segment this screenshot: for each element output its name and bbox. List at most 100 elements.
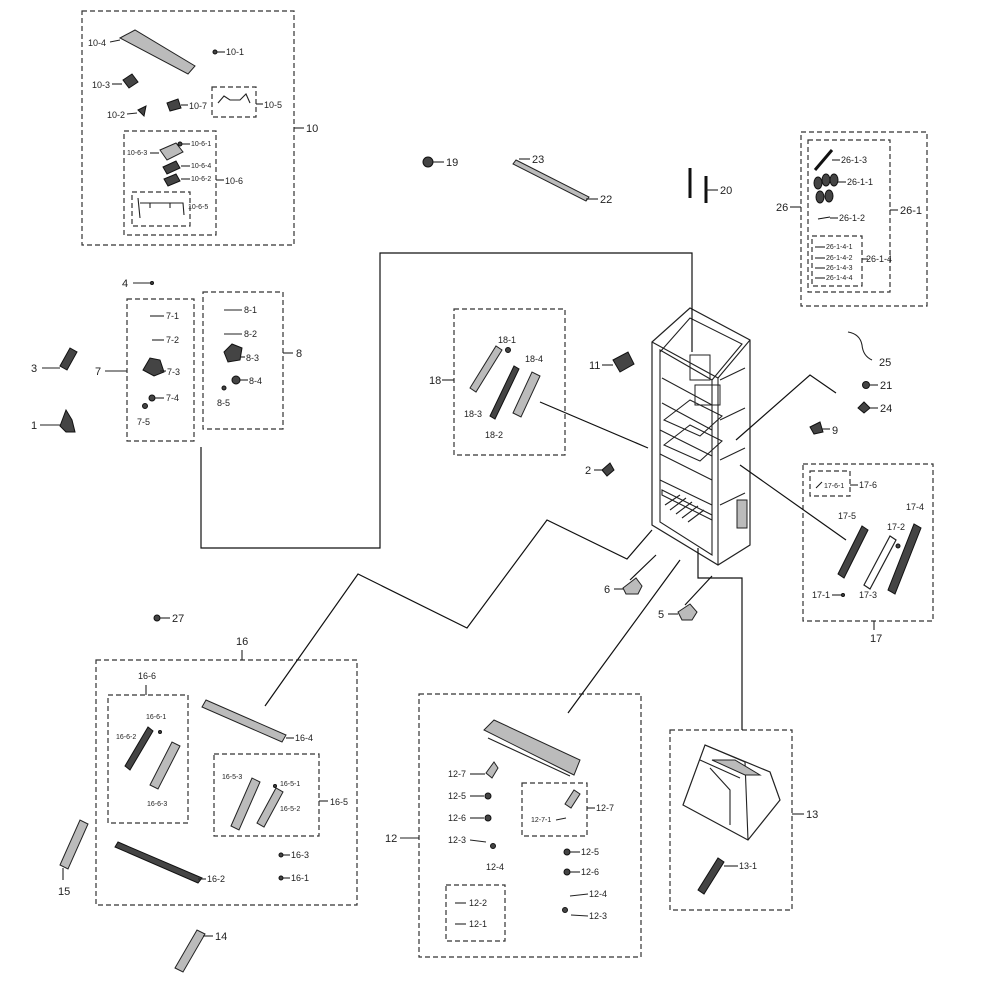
label-17-1[interactable]: 17-1 xyxy=(812,590,830,600)
label-12-5[interactable]: 12-5 xyxy=(448,791,466,801)
part-10-6-3[interactable] xyxy=(159,142,184,161)
part-16-6-3[interactable] xyxy=(149,741,181,790)
part-19[interactable] xyxy=(422,156,434,168)
label-22[interactable]: 22 xyxy=(600,194,612,206)
part-12-rail[interactable] xyxy=(483,719,581,776)
part-1[interactable] xyxy=(59,408,76,433)
label-7-5[interactable]: 7-5 xyxy=(137,417,150,427)
part-16-3[interactable] xyxy=(278,852,284,858)
label-7[interactable]: 7 xyxy=(95,366,101,378)
label-7-2[interactable]: 7-2 xyxy=(166,335,179,345)
part-16-4[interactable] xyxy=(201,699,287,743)
label-10-6-2[interactable]: 10-6-2 xyxy=(191,176,211,183)
label-8-5[interactable]: 8-5 xyxy=(217,398,230,408)
label-16[interactable]: 16 xyxy=(236,636,248,648)
label-8-3[interactable]: 8-3 xyxy=(246,353,259,363)
part-11[interactable] xyxy=(612,351,635,373)
label-12-7-b[interactable]: 12-7 xyxy=(596,803,614,813)
label-12-6-b[interactable]: 12-6 xyxy=(581,867,599,877)
part-3[interactable] xyxy=(59,347,78,371)
part-2[interactable] xyxy=(601,462,615,477)
label-13[interactable]: 13 xyxy=(806,809,818,821)
part-8-3[interactable] xyxy=(223,343,243,363)
part-12-7[interactable] xyxy=(485,761,499,779)
part-18-1[interactable] xyxy=(505,347,511,353)
part-6[interactable] xyxy=(622,577,643,595)
label-10[interactable]: 10 xyxy=(306,123,318,135)
part-27[interactable] xyxy=(153,614,161,622)
label-18-4[interactable]: 18-4 xyxy=(525,354,543,364)
part-10-6-4[interactable] xyxy=(162,160,181,175)
part-10-1[interactable] xyxy=(212,49,218,55)
label-17-5[interactable]: 17-5 xyxy=(838,511,856,521)
label-24[interactable]: 24 xyxy=(880,403,892,415)
part-26-1-1[interactable] xyxy=(813,173,839,204)
label-12-3[interactable]: 12-3 xyxy=(448,835,466,845)
label-12[interactable]: 12 xyxy=(385,833,397,845)
label-7-3[interactable]: 7-3 xyxy=(167,367,180,377)
part-12-7-b[interactable] xyxy=(564,789,581,809)
part-10-2[interactable] xyxy=(137,105,147,118)
label-16-6[interactable]: 16-6 xyxy=(138,671,156,681)
label-2[interactable]: 2 xyxy=(585,465,591,477)
label-17-3[interactable]: 17-3 xyxy=(859,590,877,600)
label-16-5[interactable]: 16-5 xyxy=(330,797,348,807)
label-16-1[interactable]: 16-1 xyxy=(291,873,309,883)
label-26-1-4-1[interactable]: 26-1-4-1 xyxy=(826,244,853,251)
label-11[interactable]: 11 xyxy=(589,360,600,372)
label-10-4[interactable]: 10-4 xyxy=(88,38,106,48)
label-10-6-3[interactable]: 10-6-3 xyxy=(127,150,147,157)
label-12-7-1[interactable]: 12-7-1 xyxy=(531,817,551,824)
label-10-6-5[interactable]: 10-6-5 xyxy=(188,204,208,211)
part-17-5[interactable] xyxy=(837,525,869,579)
part-21[interactable] xyxy=(862,381,870,389)
label-26-1-4-2[interactable]: 26-1-4-2 xyxy=(826,255,853,262)
label-26-1-2[interactable]: 26-1-2 xyxy=(839,213,865,223)
part-16-1[interactable] xyxy=(278,875,284,881)
part-17-2[interactable] xyxy=(895,543,901,549)
label-16-5-2[interactable]: 16-5-2 xyxy=(280,806,300,813)
label-9[interactable]: 9 xyxy=(832,425,838,437)
label-6[interactable]: 6 xyxy=(604,584,610,596)
label-16-3[interactable]: 16-3 xyxy=(291,850,309,860)
label-26-1-1[interactable]: 26-1-1 xyxy=(847,177,873,187)
label-18[interactable]: 18 xyxy=(429,375,441,387)
label-4[interactable]: 4 xyxy=(122,278,128,290)
label-10-6[interactable]: 10-6 xyxy=(225,176,243,186)
label-18-3[interactable]: 18-3 xyxy=(464,409,482,419)
label-12-4-b[interactable]: 12-4 xyxy=(589,889,607,899)
label-17-6[interactable]: 17-6 xyxy=(859,480,877,490)
label-27[interactable]: 27 xyxy=(172,613,184,625)
label-26-1-4-3[interactable]: 26-1-4-3 xyxy=(826,265,853,272)
part-8-4[interactable] xyxy=(231,375,241,385)
label-8-1[interactable]: 8-1 xyxy=(244,305,257,315)
part-17-4[interactable] xyxy=(887,523,922,595)
label-12-3-b[interactable]: 12-3 xyxy=(589,911,607,921)
part-17-3[interactable] xyxy=(863,535,897,590)
label-3[interactable]: 3 xyxy=(31,363,37,375)
label-26-1-4-4[interactable]: 26-1-4-4 xyxy=(826,275,853,282)
part-12-5[interactable] xyxy=(484,792,492,800)
label-5[interactable]: 5 xyxy=(658,609,664,621)
part-10-7[interactable] xyxy=(166,98,182,112)
label-16-6-2[interactable]: 16-6-2 xyxy=(116,734,136,741)
part-24[interactable] xyxy=(857,401,871,414)
label-17-2[interactable]: 17-2 xyxy=(887,522,905,532)
label-7-1[interactable]: 7-1 xyxy=(166,311,179,321)
label-26-1-4[interactable]: 26-1-4 xyxy=(866,254,892,264)
part-10-6-2[interactable] xyxy=(163,173,181,187)
refrigerator-cabinet[interactable] xyxy=(651,307,751,566)
part-18-4[interactable] xyxy=(512,371,541,418)
label-8[interactable]: 8 xyxy=(296,348,302,360)
label-17-6-1[interactable]: 17-6-1 xyxy=(824,483,844,490)
label-16-4[interactable]: 16-4 xyxy=(295,733,313,743)
part-16-5-2[interactable] xyxy=(256,787,284,828)
part-16-5-3[interactable] xyxy=(230,777,261,831)
part-12-5-b[interactable] xyxy=(563,848,571,856)
label-8-4[interactable]: 8-4 xyxy=(249,376,262,386)
label-20[interactable]: 20 xyxy=(720,185,732,197)
part-5[interactable] xyxy=(677,603,698,621)
label-18-1[interactable]: 18-1 xyxy=(498,335,516,345)
part-18-2[interactable] xyxy=(489,365,520,420)
part-13-drawer[interactable] xyxy=(682,744,781,841)
